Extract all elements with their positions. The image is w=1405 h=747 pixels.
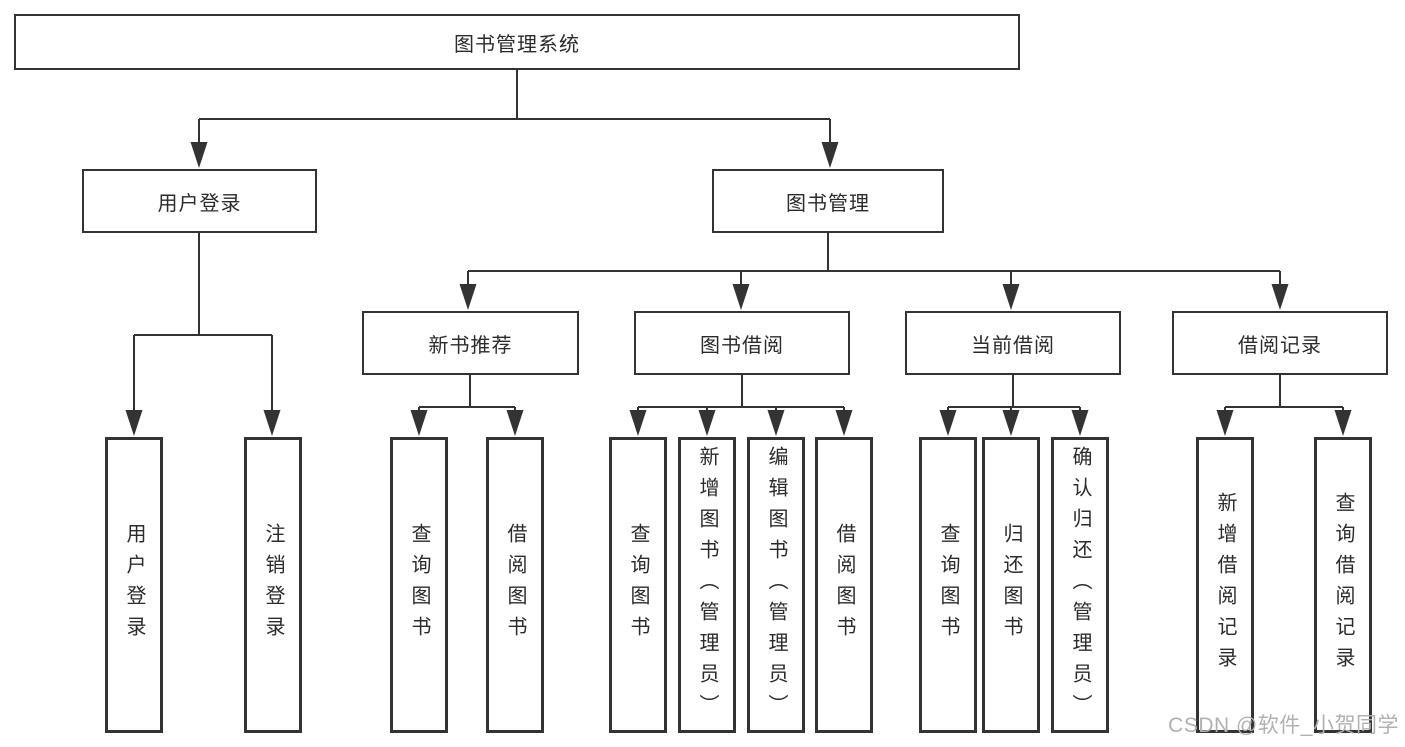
- leaf-query-borrow-record: 查询借阅记录: [1314, 437, 1372, 733]
- watermark: CSDN @软件_小贺同学: [1168, 714, 1399, 737]
- leaf-add-borrow-record: 新增借阅记录: [1196, 437, 1254, 733]
- node-label: 新增借阅记录: [1214, 492, 1236, 678]
- leaf-query-book: 查询图书: [919, 437, 977, 733]
- arrow-down-icon: [821, 142, 839, 168]
- leaf-user-login: 用户登录: [105, 437, 163, 733]
- node-label: 用户登录: [157, 192, 242, 215]
- arrow-down-icon: [1002, 410, 1020, 436]
- arrow-down-icon: [410, 410, 428, 436]
- node-borrow-records: 借阅记录: [1172, 311, 1388, 375]
- arrow-down-icon: [1071, 410, 1089, 436]
- leaf-confirm-return-admin: 确认归还（管理员）: [1051, 437, 1109, 733]
- node-label: 图书管理系统: [454, 33, 580, 56]
- leaf-edit-book-admin: 编辑图书（管理员）: [747, 437, 805, 733]
- node-label: 注销登录: [262, 523, 284, 647]
- node-current-borrowing: 当前借阅: [905, 311, 1121, 375]
- arrow-down-icon: [190, 142, 208, 168]
- node-label: 借阅图书: [504, 523, 526, 647]
- node-library-management-system: 图书管理系统: [14, 14, 1020, 70]
- leaf-query-book: 查询图书: [390, 437, 448, 733]
- leaf-logout: 注销登录: [244, 437, 302, 733]
- node-label: 图书借阅: [700, 334, 784, 357]
- arrow-down-icon: [506, 410, 524, 436]
- node-label: 确认归还（管理员）: [1069, 445, 1091, 725]
- node-label: 用户登录: [123, 523, 145, 647]
- leaf-borrow-book: 借阅图书: [815, 437, 873, 733]
- arrow-down-icon: [767, 410, 785, 436]
- arrow-down-icon: [939, 410, 957, 436]
- arrow-down-icon: [125, 410, 143, 436]
- arrow-down-icon: [459, 284, 477, 310]
- node-label: 借阅记录: [1238, 334, 1322, 357]
- node-new-book-recommend: 新书推荐: [362, 311, 579, 375]
- node-label: 查询借阅记录: [1332, 492, 1354, 678]
- node-label: 借阅图书: [833, 523, 855, 647]
- arrow-down-icon: [629, 410, 647, 436]
- arrow-down-icon: [1334, 410, 1352, 436]
- arrow-down-icon: [1216, 410, 1234, 436]
- node-label: 查询图书: [627, 523, 649, 647]
- arrow-down-icon: [263, 410, 281, 436]
- node-label: 查询图书: [937, 523, 959, 647]
- leaf-add-book-admin: 新增图书（管理员）: [678, 437, 736, 733]
- arrow-down-icon: [1271, 284, 1289, 310]
- leaf-return-book: 归还图书: [982, 437, 1040, 733]
- node-label: 编辑图书（管理员）: [765, 445, 787, 725]
- arrow-down-icon: [835, 410, 853, 436]
- node-book-borrowing: 图书借阅: [634, 311, 850, 375]
- node-label: 新书推荐: [428, 334, 513, 357]
- node-book-management: 图书管理: [712, 169, 944, 233]
- leaf-query-book: 查询图书: [609, 437, 667, 733]
- arrowheads: [125, 142, 1352, 436]
- arrow-down-icon: [698, 410, 716, 436]
- node-label: 查询图书: [408, 523, 430, 647]
- node-label: 当前借阅: [971, 334, 1055, 357]
- node-label: 图书管理: [786, 192, 870, 215]
- node-label: 新增图书（管理员）: [696, 445, 718, 725]
- node-user-login: 用户登录: [82, 169, 317, 233]
- node-label: 归还图书: [1000, 523, 1022, 647]
- arrow-down-icon: [732, 284, 750, 310]
- arrow-down-icon: [1002, 284, 1020, 310]
- leaf-borrow-book: 借阅图书: [486, 437, 544, 733]
